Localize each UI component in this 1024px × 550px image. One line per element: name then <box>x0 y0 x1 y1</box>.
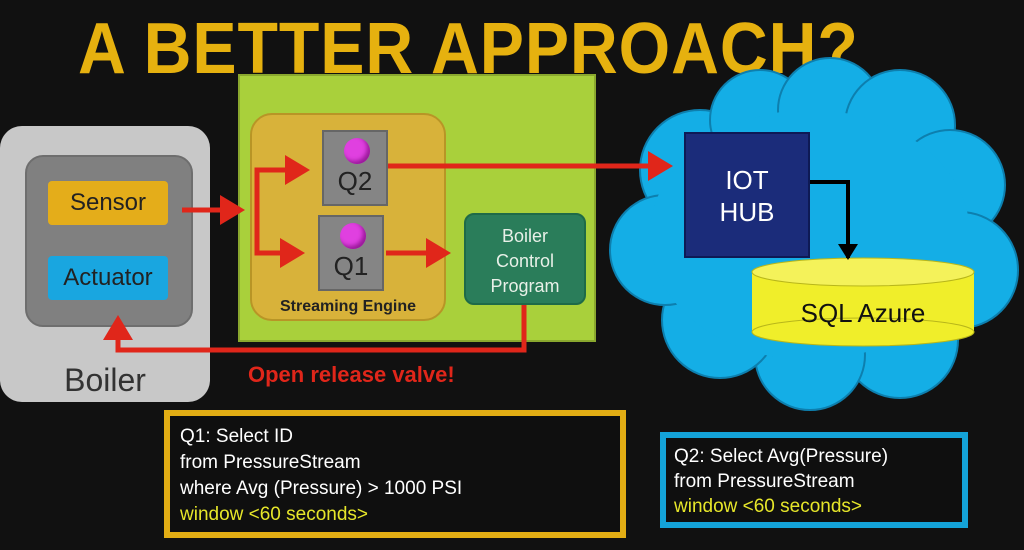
q1-query-line1: Q1: Select ID <box>180 426 293 447</box>
q2-query-line2: from PressureStream <box>674 471 855 492</box>
boiler-label: Boiler <box>64 362 146 398</box>
bcp-line1: Boiler <box>501 226 549 246</box>
query-indicator-icon <box>340 223 366 249</box>
q1-query-line4: window <60 seconds> <box>180 504 369 525</box>
iot-hub-line1: IOT <box>725 165 769 195</box>
actuator-block: Actuator <box>48 256 168 300</box>
bcp-line3: Program <box>490 276 560 296</box>
q2-query-line3: window <60 seconds> <box>674 496 863 517</box>
q1-query-line2: from PressureStream <box>180 452 361 473</box>
query-q2-block: Q2 <box>322 130 388 206</box>
q2-label: Q2 <box>337 166 373 196</box>
arrow-split-q1 <box>254 210 305 268</box>
sql-azure-cylinder <box>751 257 975 347</box>
query-q1-block: Q1 <box>318 215 384 291</box>
q1-label: Q1 <box>333 251 369 281</box>
sql-azure-label: SQL Azure <box>800 298 926 328</box>
boiler-control-program: Boiler Control Program <box>464 213 586 305</box>
arrow-bcp-to-actuator <box>103 305 527 353</box>
q2-query-line1: Q2: Select Avg(Pressure) <box>674 446 889 467</box>
arrow-iothub-to-sql <box>810 180 858 260</box>
iot-hub: IOT HUB <box>684 132 810 258</box>
q1-query-line3: where Avg (Pressure) > 1000 PSI <box>180 478 463 499</box>
sensor-block: Sensor <box>48 181 168 225</box>
streaming-engine-label: Streaming Engine <box>279 298 417 315</box>
query-indicator-icon <box>344 138 370 164</box>
iot-hub-line2: HUB <box>719 197 775 227</box>
bcp-line2: Control <box>495 251 555 271</box>
q2-query-box: Q2: Select Avg(Pressure) from PressureSt… <box>660 432 968 528</box>
arrow-split-q2 <box>254 155 310 210</box>
alert-text: Open release valve! <box>248 362 455 387</box>
q1-query-box: Q1: Select ID from PressureStream where … <box>164 410 626 538</box>
